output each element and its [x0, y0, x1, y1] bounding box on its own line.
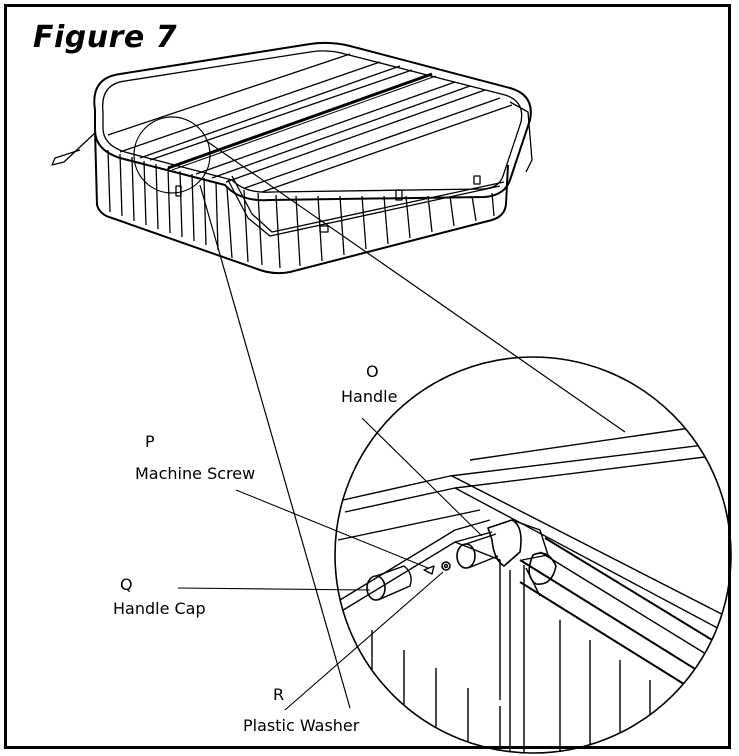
callout-r-letter: R: [273, 685, 285, 704]
callout-p-letter: P: [145, 432, 155, 451]
zoom-detail-circle: [334, 356, 732, 754]
callout-o-letter: O: [366, 362, 379, 381]
callout-q-letter: Q: [120, 575, 133, 594]
callout-p-name: Machine Screw: [135, 464, 256, 483]
callout-r-name: Plastic Washer: [243, 716, 360, 735]
leader-handle: [361, 417, 483, 537]
leader-handle-cap: [177, 587, 371, 591]
figure-frame: [4, 4, 731, 749]
callout-q-name: Handle Cap: [113, 599, 206, 618]
callout-o-name: Handle: [341, 387, 398, 406]
leader-machine-screw: [235, 489, 429, 569]
hot-tub-overview: [51, 41, 533, 275]
figure-title: Figure 7: [33, 20, 178, 55]
callout-leaders: [177, 417, 483, 711]
leader-plastic-washer: [284, 571, 444, 711]
zoom-guide-lines: [199, 139, 626, 709]
